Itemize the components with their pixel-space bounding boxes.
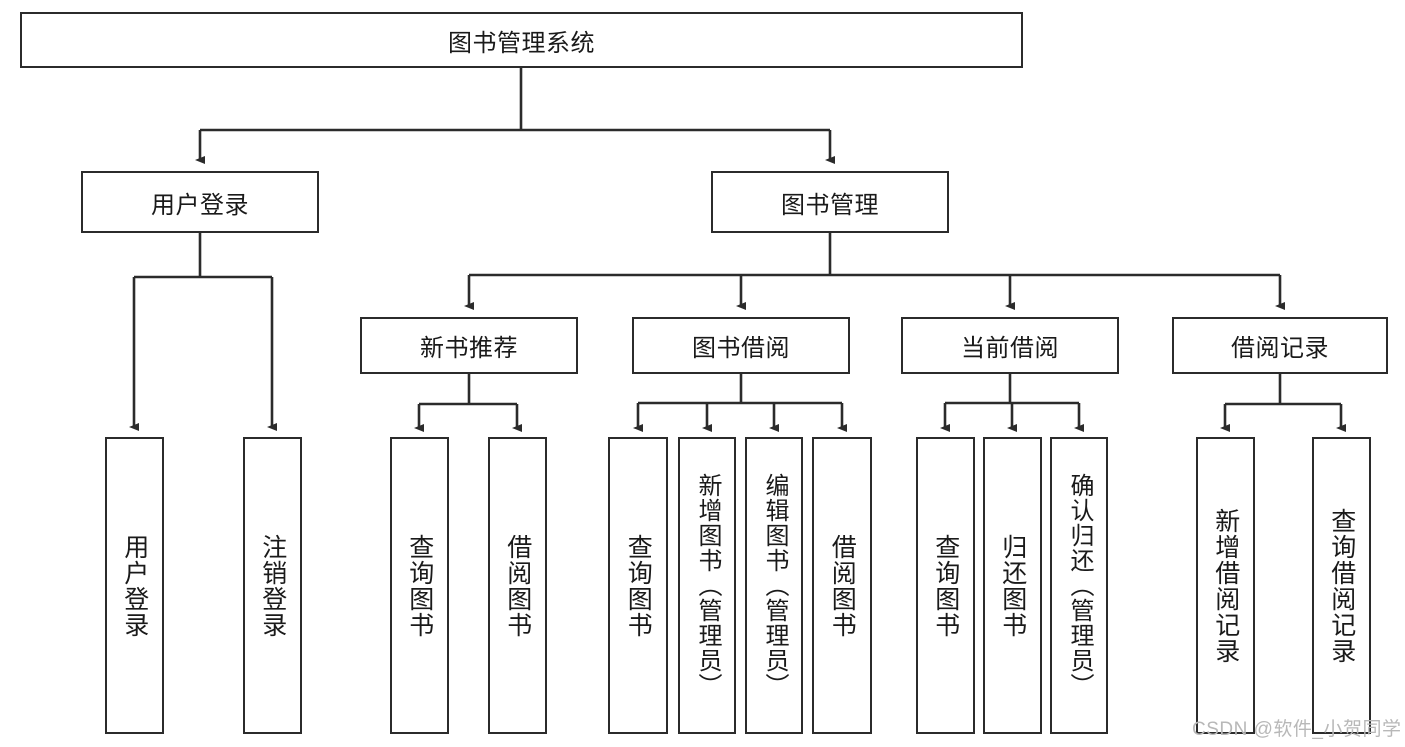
leaf-user-logout[interactable]: 注销登录 (243, 437, 302, 734)
node-book-borrow-label: 图书借阅 (692, 335, 790, 362)
node-book-borrow[interactable]: 图书借阅 (632, 317, 850, 374)
leaf-query-book-current[interactable]: 查询图书 (916, 437, 975, 734)
node-user-login[interactable]: 用户登录 (81, 171, 319, 233)
leaf-add-book-admin-label: 新增图书（管理员） (694, 473, 721, 698)
leaf-query-book-borrow[interactable]: 查询图书 (608, 437, 668, 734)
leaf-borrow-book-label: 借阅图书 (828, 533, 857, 638)
node-book-management-label: 图书管理 (781, 191, 879, 219)
leaf-user-login-label: 用户登录 (120, 533, 149, 638)
leaf-query-borrow-record-label: 查询借阅记录 (1327, 507, 1356, 664)
node-root[interactable]: 图书管理系统 (20, 12, 1023, 68)
leaf-query-book-recommend[interactable]: 查询图书 (390, 437, 449, 734)
node-current-borrow[interactable]: 当前借阅 (901, 317, 1119, 374)
leaf-borrow-book[interactable]: 借阅图书 (812, 437, 872, 734)
leaf-return-book[interactable]: 归还图书 (983, 437, 1042, 734)
leaf-query-book-current-label: 查询图书 (931, 533, 960, 638)
leaf-user-logout-label: 注销登录 (258, 533, 287, 638)
node-user-login-label: 用户登录 (151, 191, 249, 219)
leaf-query-borrow-record[interactable]: 查询借阅记录 (1312, 437, 1371, 734)
node-root-label: 图书管理系统 (448, 29, 595, 57)
leaf-confirm-return-admin-label: 确认归还（管理员） (1066, 473, 1093, 698)
node-new-book-recommend[interactable]: 新书推荐 (360, 317, 578, 374)
leaf-borrow-book-recommend-label: 借阅图书 (503, 533, 532, 638)
csdn-watermark: CSDN @软件_小贺同学 (1192, 719, 1402, 740)
node-borrow-record-label: 借阅记录 (1231, 335, 1329, 362)
leaf-edit-book-admin-label: 编辑图书（管理员） (761, 473, 788, 698)
node-borrow-record[interactable]: 借阅记录 (1172, 317, 1388, 374)
leaf-query-book-borrow-label: 查询图书 (624, 533, 653, 638)
leaf-add-book-admin[interactable]: 新增图书（管理员） (678, 437, 736, 734)
leaf-query-book-recommend-label: 查询图书 (405, 533, 434, 638)
leaf-confirm-return-admin[interactable]: 确认归还（管理员） (1050, 437, 1108, 734)
leaf-user-login[interactable]: 用户登录 (105, 437, 164, 734)
node-new-book-recommend-label: 新书推荐 (420, 335, 518, 362)
leaf-return-book-label: 归还图书 (998, 533, 1027, 638)
node-current-borrow-label: 当前借阅 (961, 335, 1059, 362)
leaf-add-borrow-record-label: 新增借阅记录 (1211, 507, 1240, 664)
leaf-edit-book-admin[interactable]: 编辑图书（管理员） (745, 437, 803, 734)
leaf-add-borrow-record[interactable]: 新增借阅记录 (1196, 437, 1255, 734)
node-book-management[interactable]: 图书管理 (711, 171, 949, 233)
leaf-borrow-book-recommend[interactable]: 借阅图书 (488, 437, 547, 734)
